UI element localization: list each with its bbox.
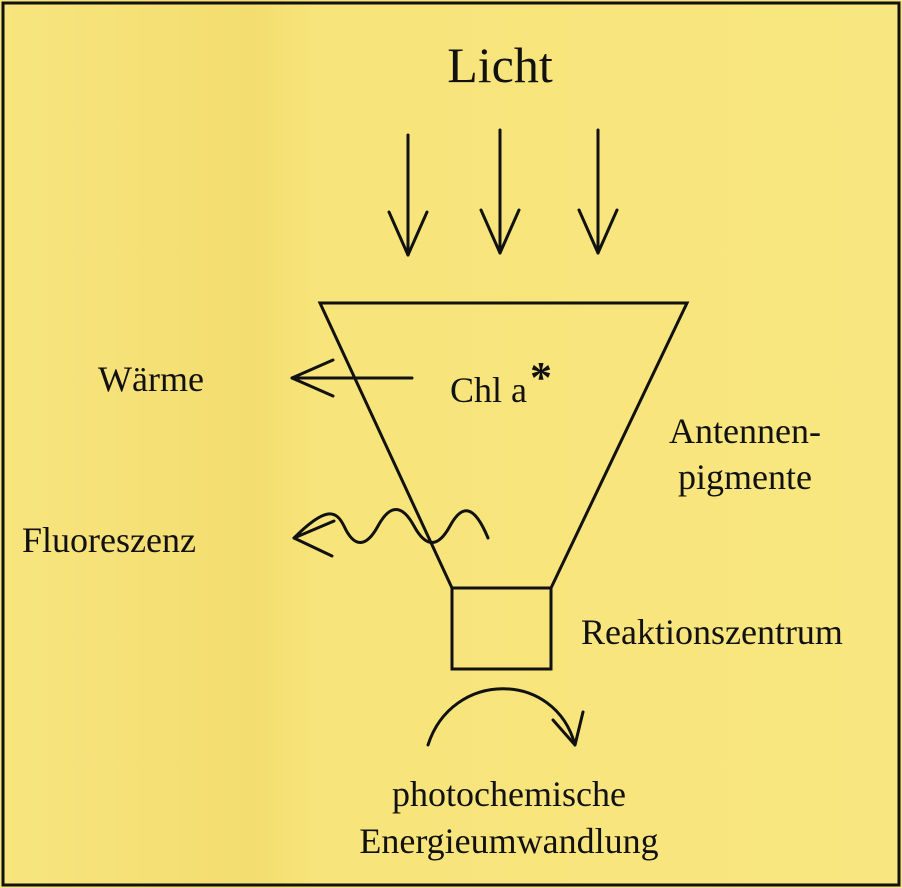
- excited-state-mark: *: [530, 353, 552, 402]
- chlorophyll-text: Chl a: [450, 370, 527, 410]
- chlorophyll-label: Chl a*: [450, 353, 552, 410]
- heat-label: Wärme: [98, 359, 204, 399]
- reaction-center-box: [450, 586, 553, 671]
- antenna-label-line1: Antennen-: [669, 411, 821, 451]
- light-arrow: [479, 128, 521, 255]
- fluorescence-label: Fluoreszenz: [22, 520, 196, 560]
- photochemical-arrow: [426, 687, 585, 747]
- output-label-line2: Energieumwandlung: [359, 821, 658, 861]
- antenna-label-line2: pigmente: [678, 457, 812, 497]
- fluorescence-arrow: [292, 508, 490, 558]
- heat-arrow: [290, 358, 414, 398]
- light-label: Licht: [447, 37, 553, 93]
- reaction-center-label: Reaktionszentrum: [581, 612, 843, 652]
- output-label-line1: photochemische: [392, 774, 626, 814]
- light-arrow: [387, 133, 429, 257]
- light-arrow: [577, 128, 619, 255]
